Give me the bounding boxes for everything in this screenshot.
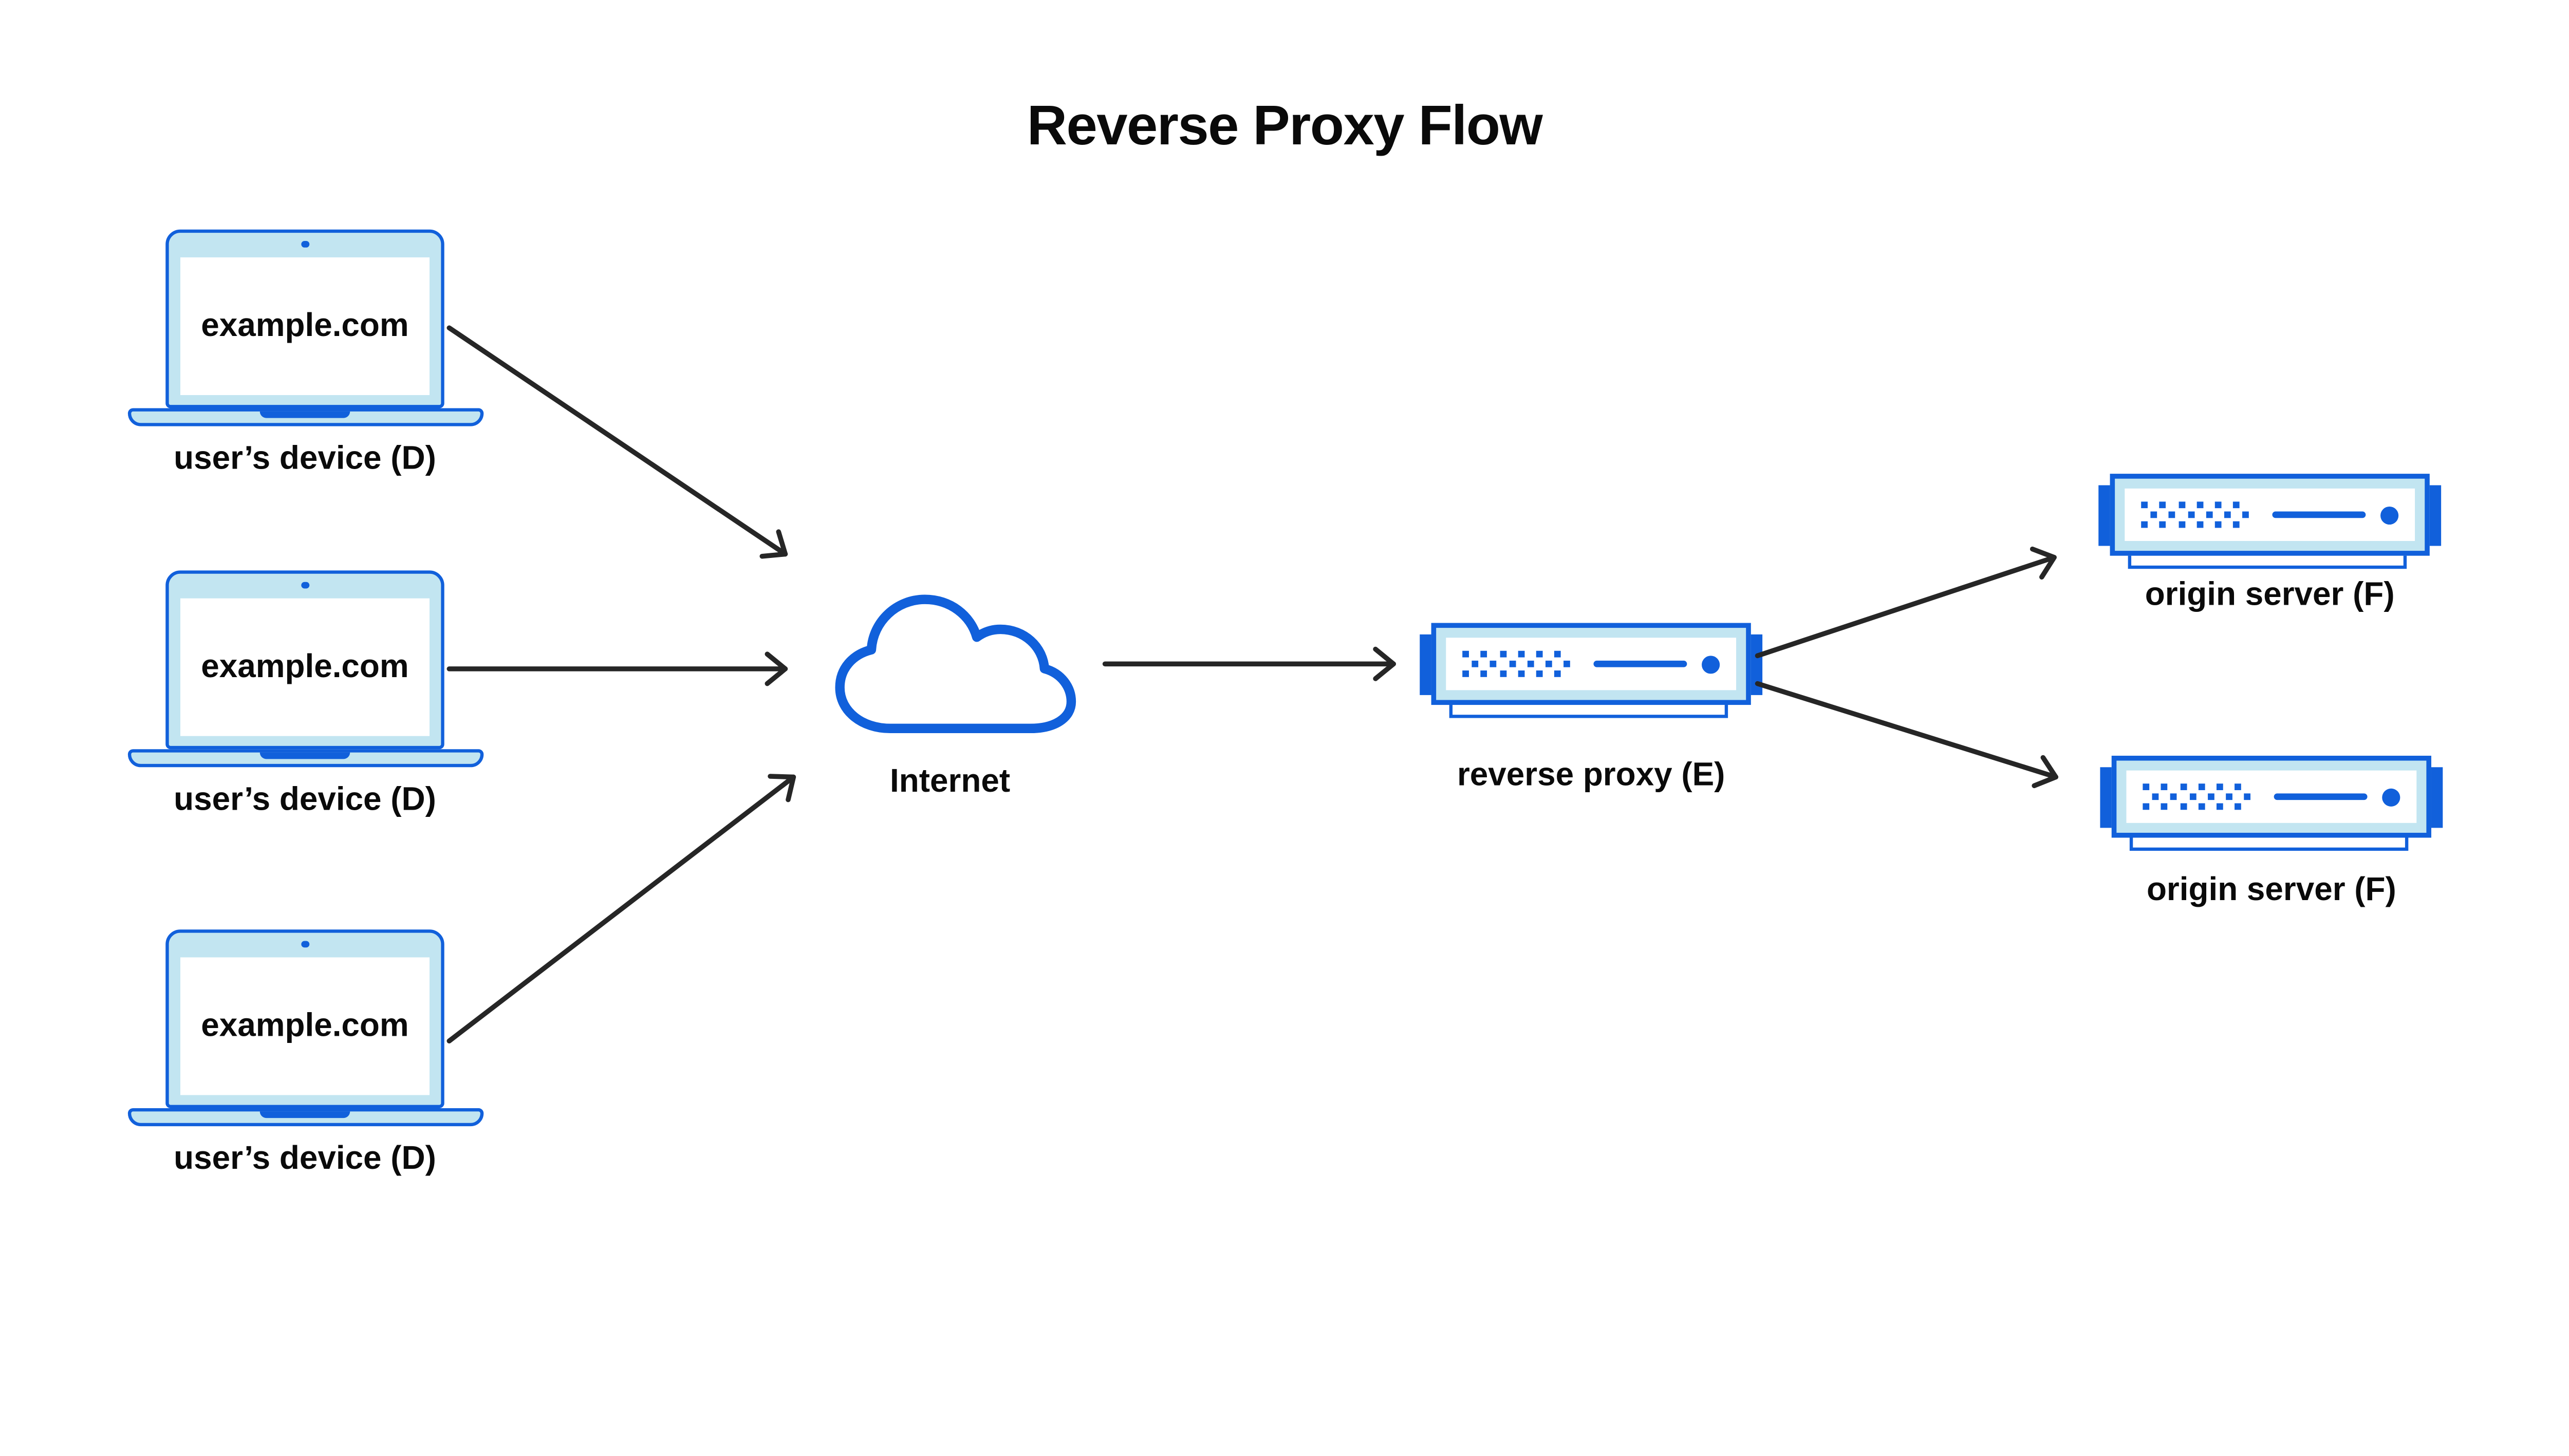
device-label: user’s device (D) (174, 782, 436, 818)
arrow-proxy-to-origin1 (1755, 546, 2057, 659)
server-slot-icon (2273, 512, 2367, 518)
arrow-device1-to-internet (446, 325, 788, 559)
arrow-device3-to-internet (446, 774, 796, 1043)
laptop-base (127, 408, 483, 426)
server-ear-icon (1420, 633, 1433, 695)
internet-node: Internet (823, 585, 1077, 800)
server-vents-icon (1462, 650, 1571, 677)
server-vents-icon (2141, 501, 2250, 528)
laptop-icon: example.com (165, 570, 444, 750)
server-ear-icon (2100, 766, 2113, 827)
rack-server-icon (2111, 755, 2431, 838)
origin-server-label: origin server (F) (2146, 872, 2396, 908)
server-front-panel (1446, 638, 1737, 690)
arrow-proxy-to-origin2 (1755, 681, 2059, 789)
webcam-dot-icon (301, 940, 309, 948)
reverse-proxy-node: reverse proxy (E) (1420, 623, 1763, 793)
user-device-node-2: example.com user’s device (D) (127, 570, 483, 818)
internet-label: Internet (890, 763, 1011, 800)
laptop-notch (259, 410, 350, 418)
origin-server-node-2: origin server (F) (2100, 755, 2443, 908)
reverse-proxy-label: reverse proxy (E) (1457, 757, 1725, 794)
webcam-dot-icon (301, 581, 309, 589)
cloud-icon (835, 594, 1076, 734)
laptop-icon: example.com (165, 929, 444, 1108)
origin-server-label: origin server (F) (2145, 577, 2395, 613)
rack-server-icon (2110, 474, 2430, 556)
rack-server-icon (1431, 623, 1751, 705)
server-front-panel (2125, 488, 2415, 541)
laptop-screen: example.com (180, 257, 430, 395)
browser-url-text: example.com (201, 648, 409, 685)
flow-arrows (446, 325, 2059, 1043)
laptop-base (127, 749, 483, 767)
origin-server-node-1: origin server (F) (2098, 474, 2442, 613)
laptop-icon: example.com (165, 229, 444, 408)
server-slot-icon (2275, 794, 2369, 800)
user-device-node-3: example.com user’s device (D) (127, 929, 483, 1177)
server-front-panel (2126, 770, 2417, 823)
laptop-notch (259, 1110, 350, 1117)
server-ear-icon (2098, 484, 2112, 545)
laptop-notch (259, 751, 350, 758)
user-device-node-1: example.com user’s device (D) (127, 229, 483, 477)
server-vents-icon (2143, 783, 2251, 810)
device-label: user’s device (D) (174, 1141, 436, 1178)
browser-url-text: example.com (201, 1007, 409, 1043)
laptop-screen: example.com (180, 957, 430, 1095)
server-ear-icon (2428, 484, 2442, 545)
device-label: user’s device (D) (174, 441, 436, 477)
browser-url-text: example.com (201, 307, 409, 344)
server-slot-icon (1594, 661, 1688, 667)
server-ear-icon (2429, 766, 2443, 827)
webcam-dot-icon (301, 240, 309, 248)
laptop-screen: example.com (180, 598, 430, 736)
diagram-title: Reverse Proxy Flow (1027, 95, 1543, 158)
diagram-canvas: Reverse Proxy Flow example.com user’s de… (127, 95, 2443, 1178)
laptop-base (127, 1108, 483, 1126)
